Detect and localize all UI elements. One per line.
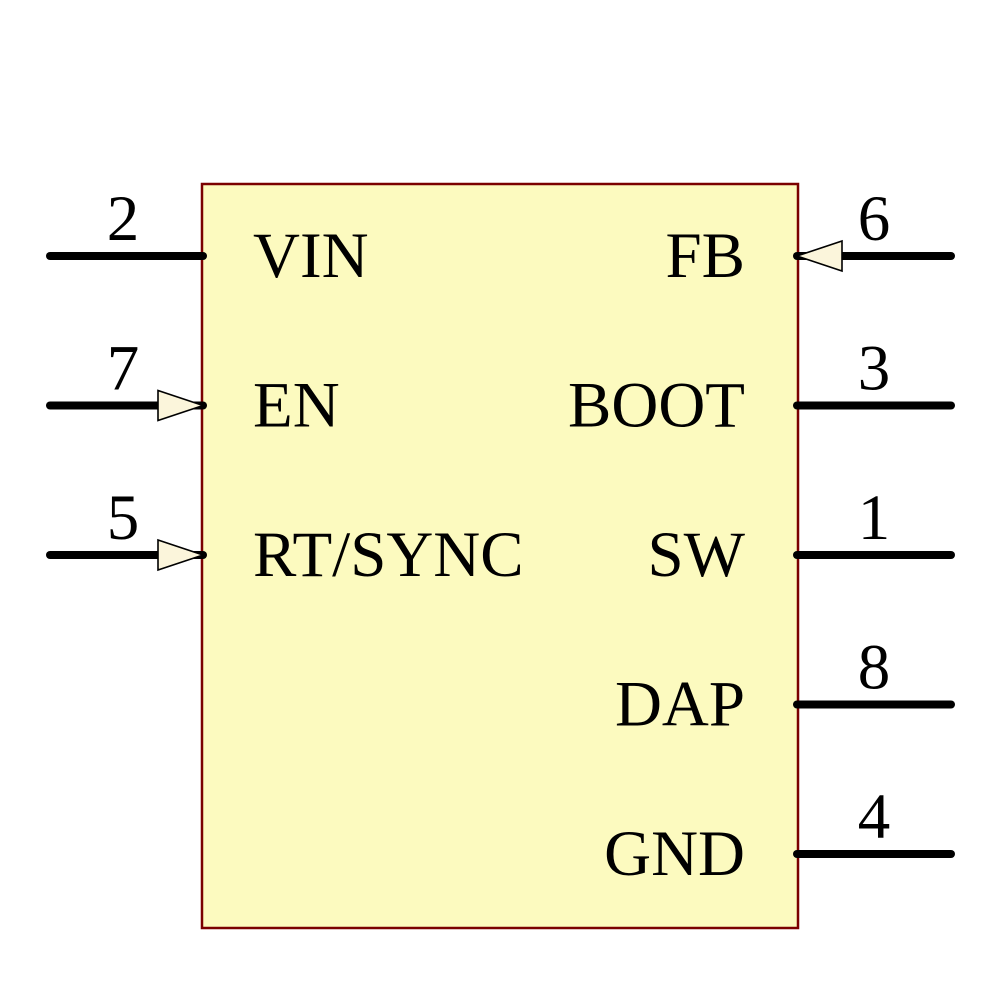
pin-number: 6 xyxy=(858,183,891,255)
pin-number: 4 xyxy=(858,781,891,853)
input-arrow-icon xyxy=(157,538,206,572)
pin-sw[interactable]: 1SW xyxy=(648,482,955,591)
pin-number: 7 xyxy=(107,333,140,405)
pin-label: EN xyxy=(253,370,340,442)
pin-label: FB xyxy=(665,220,745,292)
pin-number: 3 xyxy=(858,333,891,405)
pin-label: VIN xyxy=(253,220,369,292)
pin-number: 2 xyxy=(107,183,140,255)
pin-number: 8 xyxy=(858,632,891,704)
pin-label: GND xyxy=(604,818,745,890)
pin-fb[interactable]: 6FB xyxy=(665,183,955,292)
pin-rt-sync[interactable]: 5RT/SYNC xyxy=(46,482,524,591)
pin-label: DAP xyxy=(615,669,745,741)
pin-label: RT/SYNC xyxy=(253,519,524,591)
pin-label: BOOT xyxy=(568,370,745,442)
pin-number: 5 xyxy=(107,482,140,554)
pin-en[interactable]: 7EN xyxy=(46,333,340,442)
ic-body[interactable] xyxy=(200,182,800,930)
input-arrow-icon xyxy=(794,239,843,273)
input-arrow-icon xyxy=(157,389,206,422)
pin-number: 1 xyxy=(858,482,891,554)
pin-label: SW xyxy=(648,519,746,591)
